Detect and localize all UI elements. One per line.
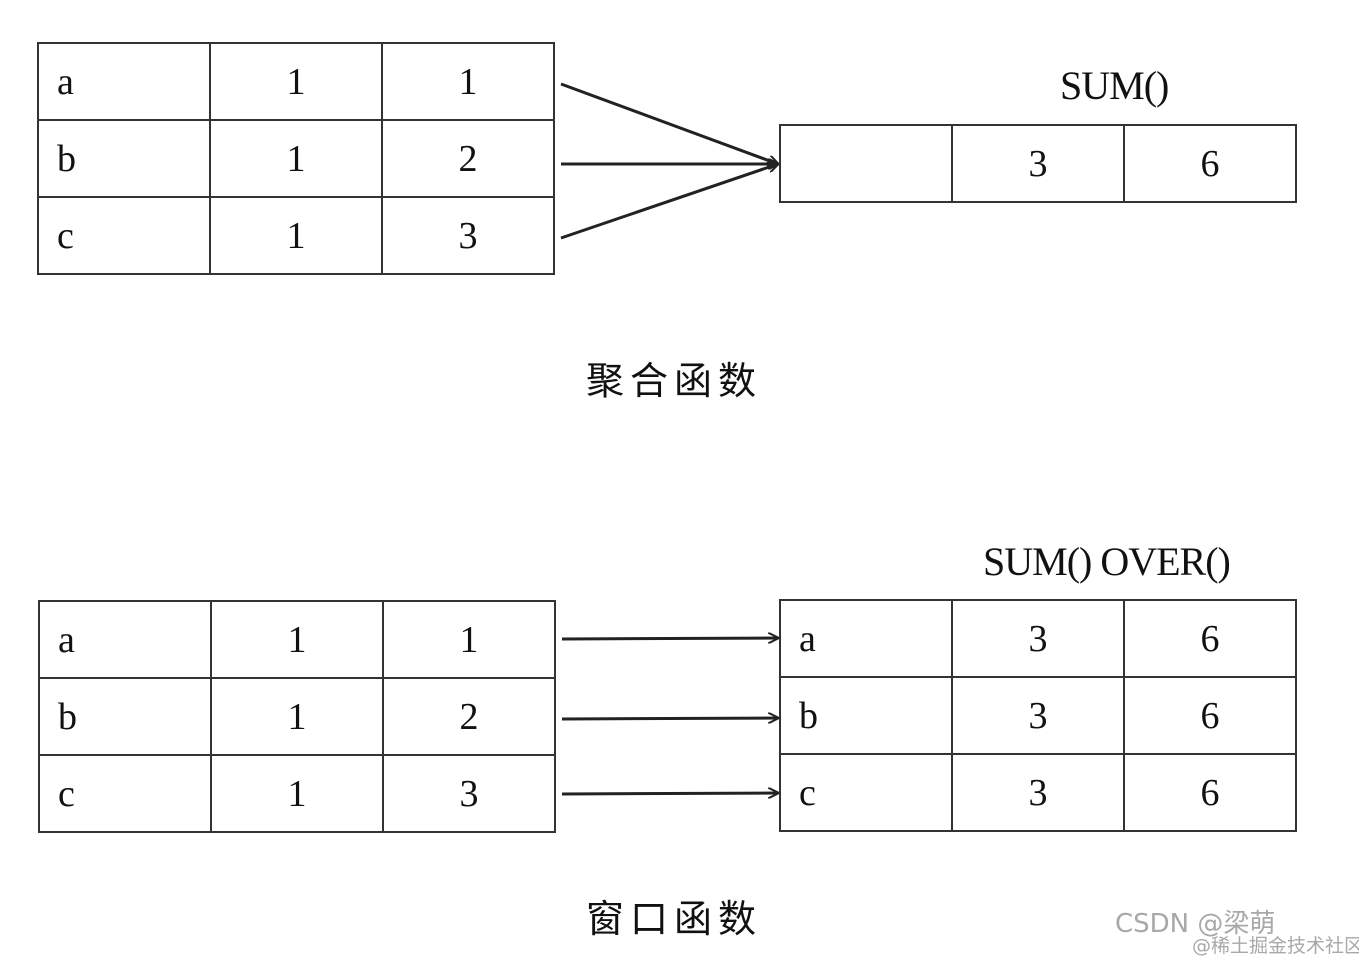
table-cell <box>779 124 953 203</box>
table-cell: b <box>779 676 953 755</box>
window-function-label: SUM() OVER() <box>983 539 1231 584</box>
window-arrow-row-a <box>561 638 778 639</box>
table-row: b 3 6 <box>779 676 1297 755</box>
table-cell: b <box>37 119 211 198</box>
table-cell: 2 <box>382 677 556 756</box>
table-cell: 6 <box>1123 676 1297 755</box>
table-cell: 3 <box>381 196 555 275</box>
table-row: a 1 1 <box>37 42 555 121</box>
table-cell: c <box>38 754 212 833</box>
table-row: a 3 6 <box>779 599 1297 678</box>
table-cell: a <box>38 600 212 679</box>
aggregate-function-label: SUM() <box>1060 63 1169 108</box>
table-cell: 3 <box>951 753 1125 832</box>
table-cell: b <box>38 677 212 756</box>
table-row: b 1 2 <box>37 119 555 198</box>
window-arrow-row-c <box>561 793 778 794</box>
table-row: c 1 3 <box>37 196 555 275</box>
table-cell: 6 <box>1123 599 1297 678</box>
table-cell: 6 <box>1123 753 1297 832</box>
table-cell: 1 <box>210 677 384 756</box>
table-row: a 1 1 <box>38 600 556 679</box>
window-output-table: a 3 6 b 3 6 c 3 6 <box>779 599 1297 832</box>
table-cell: 2 <box>381 119 555 198</box>
table-cell: a <box>779 599 953 678</box>
table-cell: 3 <box>951 676 1125 755</box>
aggregate-arrow-row-a <box>560 82 778 164</box>
table-cell: 1 <box>209 196 383 275</box>
table-row: c 3 6 <box>779 753 1297 832</box>
table-cell: 3 <box>382 754 556 833</box>
table-cell: 1 <box>382 600 556 679</box>
aggregate-caption: 聚合函数 <box>586 359 763 403</box>
table-cell: 1 <box>209 119 383 198</box>
table-row: b 1 2 <box>38 677 556 756</box>
table-cell: 1 <box>209 42 383 121</box>
aggregate-input-table: a 1 1 b 1 2 c 1 3 <box>37 42 555 275</box>
window-caption: 窗口函数 <box>586 897 763 941</box>
aggregate-output-table: 3 6 <box>779 124 1297 203</box>
table-cell: 1 <box>210 754 384 833</box>
window-input-table: a 1 1 b 1 2 c 1 3 <box>38 600 556 833</box>
table-cell: c <box>779 753 953 832</box>
table-cell: 6 <box>1123 124 1297 203</box>
table-cell: 1 <box>210 600 384 679</box>
table-cell: 3 <box>951 599 1125 678</box>
table-row: c 1 3 <box>38 754 556 833</box>
table-cell: c <box>37 196 211 275</box>
table-row: 3 6 <box>779 124 1297 203</box>
table-cell: 3 <box>951 124 1125 203</box>
table-cell: 1 <box>381 42 555 121</box>
watermark-csdn: CSDN @梁萌 <box>1115 909 1276 939</box>
table-cell: a <box>37 42 211 121</box>
window-arrow-row-b <box>561 718 778 719</box>
watermark-juejin: @稀土掘金技术社区 <box>1192 935 1359 957</box>
aggregate-arrow-row-c <box>560 164 778 240</box>
